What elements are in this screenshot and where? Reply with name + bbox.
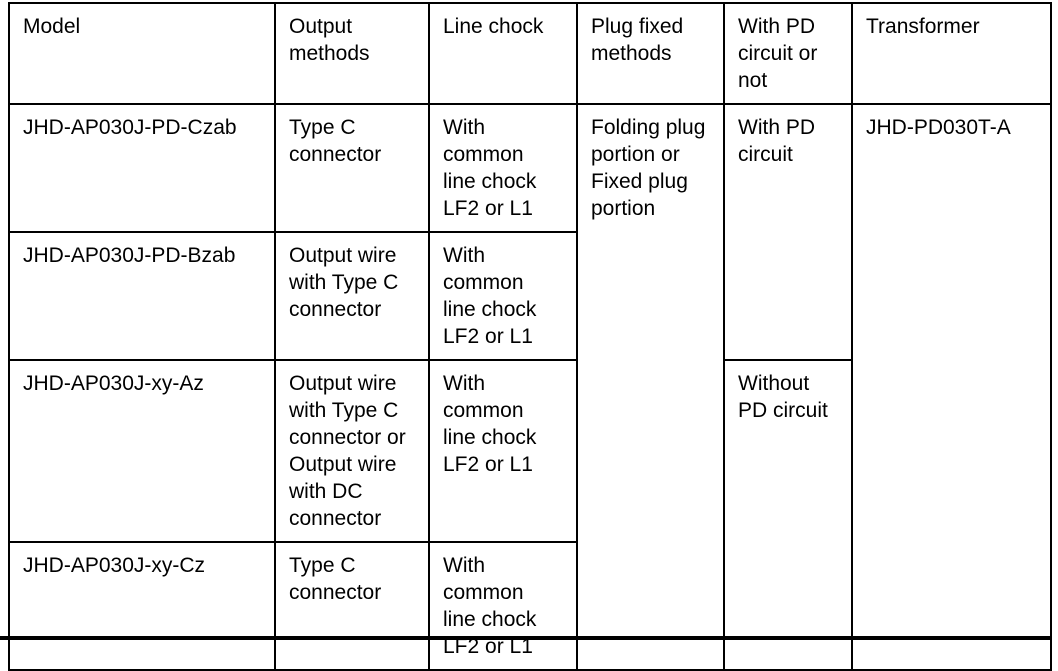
cell-line-chock: With common line chock LF2 or L1 [428, 359, 578, 543]
cell-transformer: JHD-PD030T-A [851, 103, 1052, 671]
cell-pd-circuit: With PD circuit [723, 103, 853, 361]
header-pd-circuit: With PD circuit or not [723, 2, 853, 105]
header-line-chock: Line chock [428, 2, 578, 105]
cell-output-methods: Type C connector [274, 103, 430, 233]
cell-plug-fixed-methods: Folding plug portion or Fixed plug porti… [576, 103, 725, 671]
page-divider-rule [0, 636, 1050, 640]
cell-line-chock: With common line chock LF2 or L1 [428, 231, 578, 361]
cell-output-methods: Output wire with Type C connector or Out… [274, 359, 430, 543]
cell-model: JHD-AP030J-xy-Cz [8, 541, 276, 671]
cell-output-methods: Type C connector [274, 541, 430, 671]
header-transformer: Transformer [851, 2, 1052, 105]
header-output-methods: Output methods [274, 2, 430, 105]
table-header-row: Model Output methods Line chock Plug fix… [8, 2, 1052, 105]
cell-model: JHD-AP030J-xy-Az [8, 359, 276, 543]
cell-output-methods: Output wire with Type C connector [274, 231, 430, 361]
cell-line-chock: With common line chock LF2 or L1 [428, 103, 578, 233]
cell-model: JHD-AP030J-PD-Czab [8, 103, 276, 233]
header-model: Model [8, 2, 276, 105]
cell-line-chock: With common line chock LF2 or L1 [428, 541, 578, 671]
product-spec-table: Model Output methods Line chock Plug fix… [8, 2, 1052, 671]
cell-model: JHD-AP030J-PD-Bzab [8, 231, 276, 361]
cell-pd-circuit: Without PD circuit [723, 359, 853, 671]
table-row: JHD-AP030J-PD-Czab Type C connector With… [8, 103, 1052, 671]
header-plug-fixed-methods: Plug fixed methods [576, 2, 725, 105]
table-row: JHD-AP030J-PD-Bzab Output wire with Type… [8, 231, 1051, 361]
